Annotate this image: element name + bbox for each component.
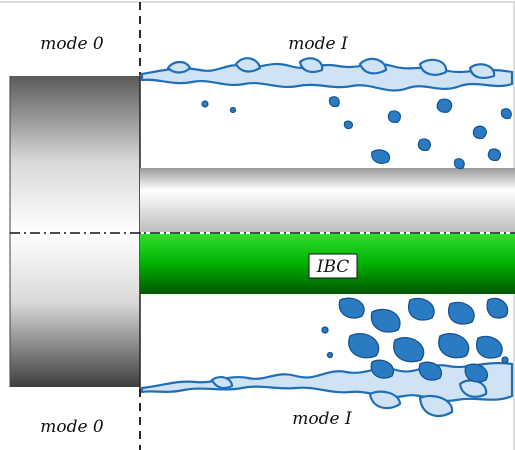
label-top-right: mode I — [288, 34, 348, 54]
label-bottom-right: mode I — [292, 409, 352, 429]
nozzle-lower — [10, 233, 140, 387]
label-bottom-left: mode 0 — [40, 417, 104, 437]
ibc-label: IBC — [316, 257, 350, 277]
lower-vortex-cloud — [321, 297, 509, 383]
center-rod — [140, 168, 515, 232]
upper-vortex-debris — [201, 96, 512, 170]
label-top-left: mode 0 — [40, 34, 104, 54]
lower-shear-layer — [140, 362, 514, 417]
ibc-label-box — [308, 253, 358, 279]
upper-shear-layer — [140, 57, 514, 92]
nozzle-upper — [10, 76, 140, 233]
